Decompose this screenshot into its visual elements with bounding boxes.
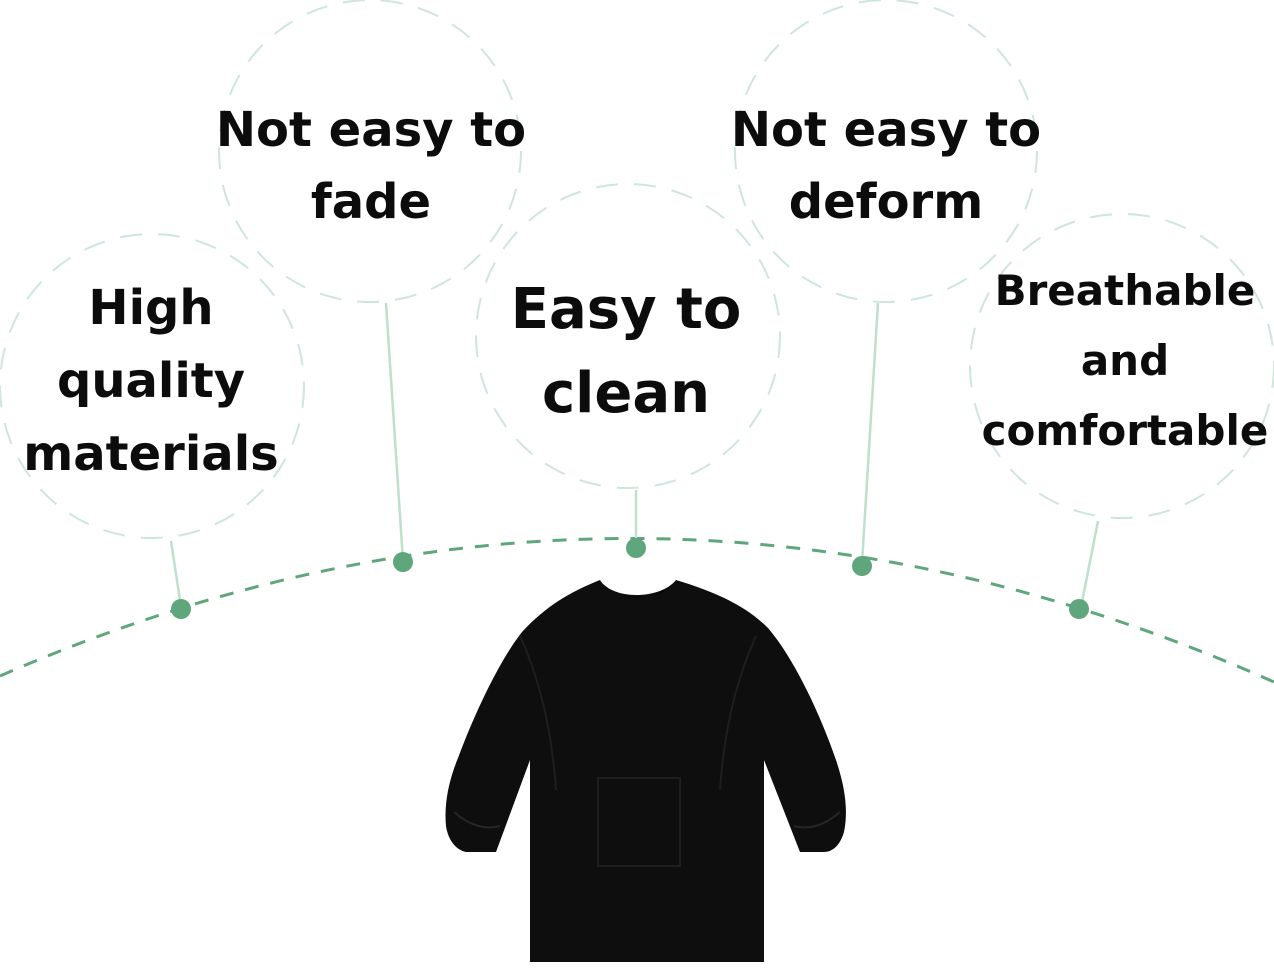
arc-dots [171,538,1089,619]
dot-fade [393,552,413,572]
feature-breathable-line-3: comfortable [981,406,1269,455]
connector-fade [384,302,405,562]
connector-deform [860,302,880,564]
feature-text-fade: Not easy to fade [212,94,530,238]
feature-text-quality: High quality materials [0,272,302,491]
feature-deform-line-2: deform [788,174,984,230]
feature-deform-line-1: Not easy to [730,102,1042,158]
bubble-clean [475,183,781,489]
feature-quality-line-1: High [88,280,214,336]
feature-quality-line-3: materials [23,426,279,482]
connector-lines [169,302,1100,608]
feature-text-breathable: Breathable and comfortable [972,256,1274,466]
dot-quality [171,599,191,619]
bubble-breathable [969,213,1274,519]
feature-text-clean: Easy to clean [476,268,776,436]
feature-fade-line-1: Not easy to [215,102,527,158]
bubble-deform [734,0,1038,303]
feature-breathable-line-2: and [1080,336,1170,385]
dot-breathable [1069,599,1089,619]
connector-quality [169,540,183,608]
black-long-sleeve-smock-icon [445,580,846,962]
feature-quality-line-2: quality [56,353,246,409]
bubble-fade [218,0,522,303]
dot-clean [626,538,646,558]
feature-clean-line-1: Easy to [510,277,742,342]
feature-clean-line-2: clean [541,361,711,426]
feature-text-deform: Not easy to deform [722,94,1050,238]
connector-breathable [1079,520,1100,608]
dot-deform [852,556,872,576]
feature-bubbles [0,0,1274,539]
feature-breathable-line-1: Breathable [994,266,1256,315]
feature-fade-line-2: fade [310,174,432,230]
bubble-quality [0,233,305,539]
